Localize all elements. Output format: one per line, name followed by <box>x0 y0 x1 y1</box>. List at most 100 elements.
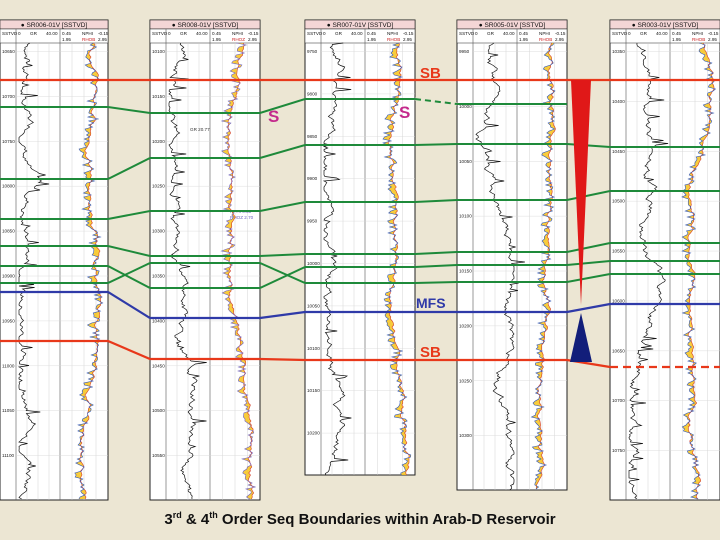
header-label: SSTVD <box>612 31 628 36</box>
header-label: 40.00 <box>351 31 363 36</box>
depth-tick-label: 10400 <box>612 99 625 104</box>
depth-tick-label: 10250 <box>459 378 472 383</box>
depth-tick-label: 10150 <box>152 94 165 99</box>
depth-tick-label: 9950 <box>307 219 318 224</box>
horizon-lines <box>0 78 720 369</box>
depth-tick-label: 10150 <box>459 269 472 274</box>
well-name: ● SR003-01V [SSTVD] <box>632 22 699 29</box>
seq-horizon-6 <box>0 262 720 284</box>
header-label: 40.00 <box>196 31 208 36</box>
well-name: ● SR008-01V [SSTVD] <box>172 22 239 29</box>
blue-triangle-transgressive-icon <box>570 313 592 362</box>
depth-tick-label: 10950 <box>2 318 15 323</box>
header-label: 40.00 <box>46 31 58 36</box>
depth-tick-label: 10750 <box>612 448 625 453</box>
depth-tick-label: 10350 <box>152 274 165 279</box>
gr-curve <box>475 42 525 491</box>
sb-top-label: SB <box>420 65 441 82</box>
header-label: 2.95 <box>403 37 412 42</box>
depth-tick-label: 9850 <box>307 134 318 139</box>
nphi-curve <box>220 42 256 500</box>
rhob-curve <box>387 42 410 476</box>
header-label: RHOB <box>692 37 705 42</box>
depth-tick-label: 10700 <box>2 94 15 99</box>
s-label-2: S <box>399 103 410 122</box>
depth-tick-label: 10250 <box>152 184 165 189</box>
header-label: -0.15 <box>403 31 414 36</box>
nphi-curve <box>681 42 717 500</box>
header-label: -0.15 <box>248 31 259 36</box>
header-label: 2.95 <box>98 37 107 42</box>
mfs-label: MFS <box>416 295 446 311</box>
depth-tick-label: 11050 <box>2 408 15 413</box>
well-name: ● SR006-01V [SSTVD] <box>21 22 88 29</box>
header-label: SSTVD <box>307 31 323 36</box>
red-triangle-regressive-icon <box>571 80 591 305</box>
well-name: ● SR007-01V [SSTVD] <box>327 22 394 29</box>
well-header <box>0 28 109 44</box>
seq-horizon-5 <box>0 260 720 289</box>
header-label: NPHI <box>539 31 550 36</box>
header-label: -0.15 <box>555 31 566 36</box>
header-label: NPHI <box>387 31 398 36</box>
header-label: 0.45 <box>62 31 71 36</box>
depth-tick-label: 10700 <box>612 398 625 403</box>
depth-tick-label: 9800 <box>307 91 318 96</box>
porosity-fill <box>383 43 411 475</box>
well-header <box>609 28 720 44</box>
depth-tick-label: 10050 <box>459 159 472 164</box>
header-label: NPHI <box>692 31 703 36</box>
header-label: 1.95 <box>519 37 528 42</box>
header-label: 0 <box>18 31 21 36</box>
depth-tick-label: 11100 <box>2 453 15 458</box>
rhob-curve <box>687 42 715 500</box>
header-label: SSTVD <box>459 31 475 36</box>
seq-horizon-2 <box>0 143 720 180</box>
header-label: GR <box>640 31 648 36</box>
header-label: 0 <box>628 31 631 36</box>
gr-curve <box>168 42 207 500</box>
gr-curve <box>17 42 50 500</box>
depth-tick-label: 10550 <box>612 249 625 254</box>
header-label: GR <box>487 31 495 36</box>
header-label: -0.15 <box>708 31 719 36</box>
depth-tick-label: 9950 <box>459 49 470 54</box>
seq-horizon-1-dashed <box>414 98 458 105</box>
depth-tick-label: 10000 <box>307 261 320 266</box>
header-label: SSTVD <box>152 31 168 36</box>
rhob-curve <box>79 42 102 500</box>
header-label: 2.95 <box>708 37 717 42</box>
depth-tick-label: 10300 <box>152 229 165 234</box>
sb-bottom-horizon <box>0 339 611 369</box>
header-label: 0.45 <box>672 31 681 36</box>
s-label-1: S <box>268 107 279 126</box>
depth-tick-label: 10100 <box>307 346 320 351</box>
porosity-fill <box>682 43 716 499</box>
header-label: 0 <box>475 31 478 36</box>
cursor-readout: RHOZ 2.70 <box>230 215 254 220</box>
depth-tick-label: 10450 <box>152 363 165 368</box>
depth-tick-label: 10900 <box>2 274 15 279</box>
header-label: 0.45 <box>367 31 376 36</box>
well-header <box>456 28 568 44</box>
depth-tick-label: 10650 <box>2 49 15 54</box>
depth-tick-label: 10750 <box>2 139 15 144</box>
header-label: RHOB <box>539 37 552 42</box>
depth-tick-label: 10350 <box>612 49 625 54</box>
header-label: 2.95 <box>248 37 257 42</box>
header-label: RHOZ <box>232 37 245 42</box>
header-label: RHOB <box>82 37 95 42</box>
header-label: 0.45 <box>212 31 221 36</box>
depth-tick-label: 10450 <box>612 149 625 154</box>
header-label: 1.95 <box>62 37 71 42</box>
depth-tick-label: 10850 <box>2 229 15 234</box>
header-label: 1.95 <box>212 37 221 42</box>
header-label: GR <box>30 31 38 36</box>
header-label: GR <box>335 31 343 36</box>
header-label: SSTVD <box>2 31 18 36</box>
header-label: 1.95 <box>367 37 376 42</box>
depth-tick-label: 10050 <box>307 303 320 308</box>
header-label: NPHI <box>232 31 243 36</box>
depth-tick-label: 9900 <box>307 176 318 181</box>
